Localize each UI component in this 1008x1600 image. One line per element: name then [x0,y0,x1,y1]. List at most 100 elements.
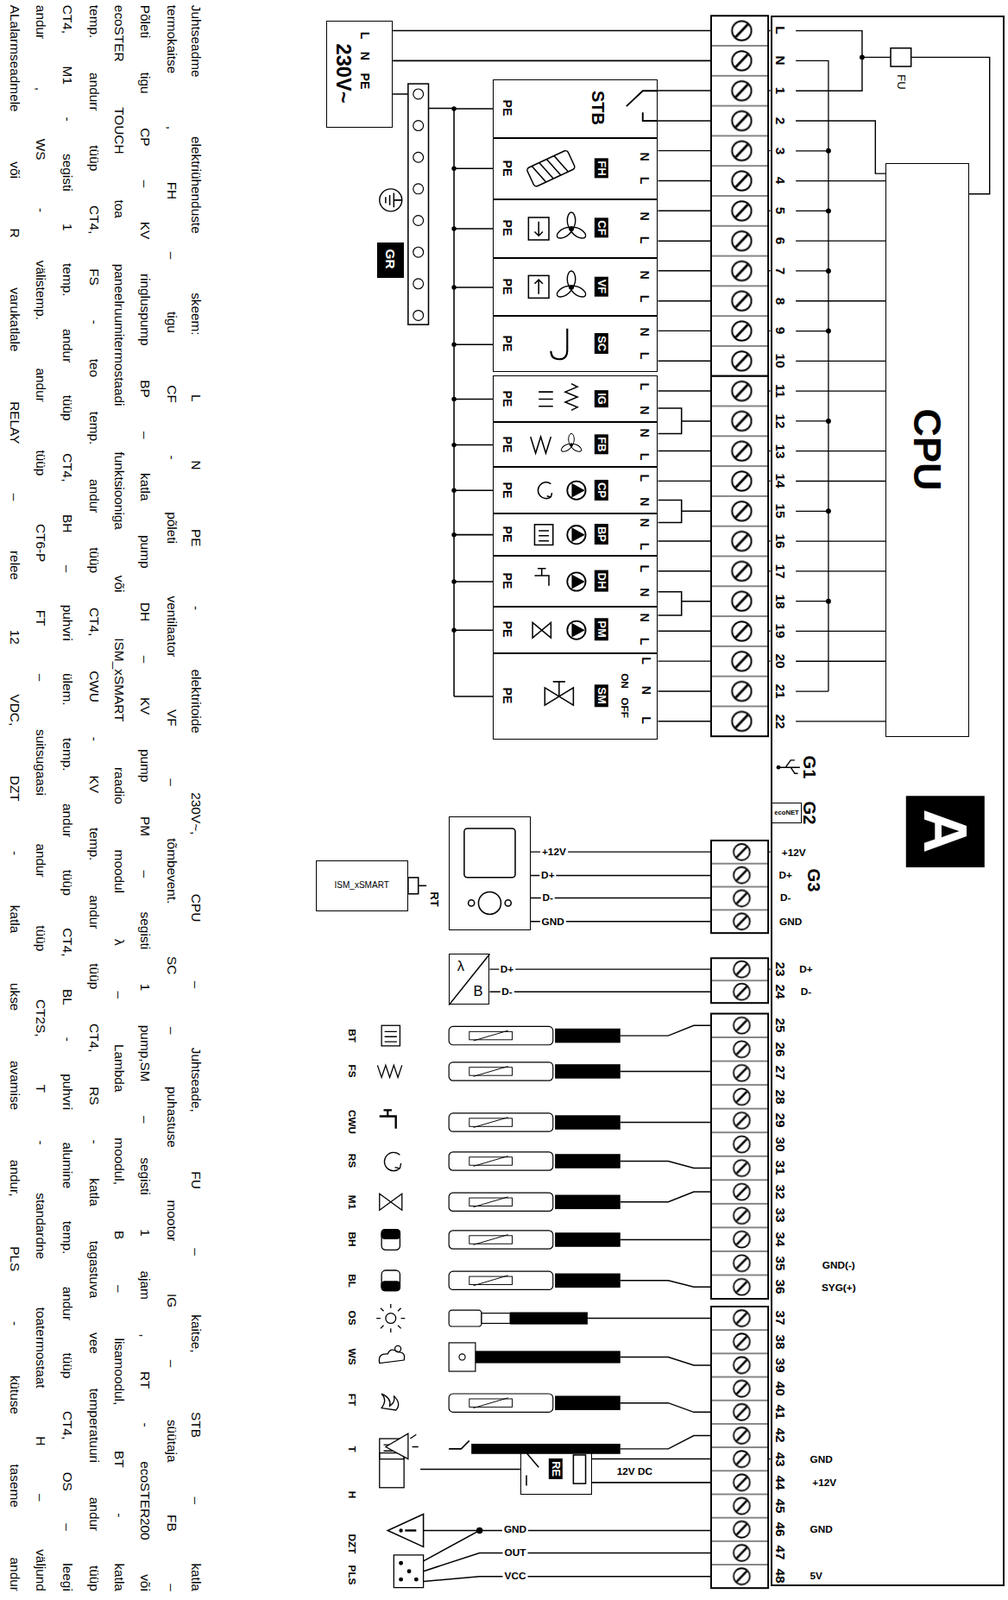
node-text: L N [637,382,651,415]
device-box: N LBPPE [492,513,659,557]
device-code-tag: CP [594,479,609,501]
relay-wiring [573,1455,586,1484]
thermostat-drawing [530,875,712,921]
signal-name: GND [502,1524,529,1535]
sensor-icons [404,1529,416,1531]
sensor-code: M1 [346,1194,358,1209]
sensor-probes [475,1350,621,1363]
node-text: B [472,983,483,999]
node-text: N L [637,517,651,550]
terminal-number: 27 [773,1065,788,1081]
device-icons [526,150,576,188]
device-icons [526,90,659,706]
sensor-icons [399,1577,404,1582]
device-code-tag: PM [594,618,609,642]
thermostat-drawing [478,891,501,914]
sensor-probes [620,1191,712,1203]
sensor-icons [399,1562,418,1582]
ground-bar [451,284,456,290]
sensor-icons [377,1064,402,1078]
signal-name: +12V [540,846,568,857]
terminal-number: 11 [773,384,788,398]
ground-bar [413,151,424,163]
terminal-number: 45 [773,1498,788,1513]
legend-text: termokaitse , FH – tigu CF - põleti vent… [163,5,180,1592]
pin-name: GND [810,1524,833,1535]
relay-wiring [592,1481,712,1484]
terminal-number: 22 [773,713,788,729]
terminal-number: 20 [773,654,788,669]
ground-bar [413,88,424,321]
ground-bar [451,226,456,231]
controller-internals [825,598,832,605]
device-icons [565,384,578,411]
device-code-tag: SM [594,685,609,708]
terminal-number: 23 [773,962,788,977]
node-text: PE [501,335,515,353]
sensor-icons [376,1025,521,1588]
sensor-probes [448,1152,621,1171]
sensor-icons [378,1349,404,1363]
supply-wiring [658,408,712,435]
supply-wiring [392,60,712,721]
ground-bar [451,627,456,632]
thermostat-drawing [504,900,511,907]
terminal-number: 44 [773,1474,788,1490]
device-box: L NCPPE [492,466,659,513]
terminal-number: 47 [773,1545,788,1561]
sensor-probes [448,1271,621,1290]
node-text: N L [637,212,651,245]
node-text: N L [637,613,651,646]
device-icons [534,568,549,586]
sensor-probes [448,1393,621,1412]
terminal-number: 42 [773,1428,788,1443]
sensor-icons [381,1229,400,1251]
supply-wiring [658,592,712,616]
terminal-number: 6 [773,237,788,246]
node-text: ISM_xSMART [333,880,389,890]
terminal-number: 35 [773,1255,788,1271]
sensor-code: FT [346,1393,358,1406]
terminal-number: 12 [773,413,788,429]
terminal-number: 34 [773,1231,788,1247]
node-text: N L [637,151,651,184]
terminal-number: 16 [773,533,788,549]
sensor-probes [620,1025,712,1036]
node-text: PE [501,621,515,638]
controller-internals [776,31,990,868]
terminal-strip [711,1013,769,1299]
supply-wiring [658,691,712,722]
ground-bar [385,193,403,208]
pin-name: SYG(+) [821,1282,857,1293]
ground-bar [451,487,456,492]
cpu-box: CPU [885,163,970,737]
terminal-number: 10 [773,353,788,369]
sensor-probes [510,1311,588,1324]
pin-name: +12V [781,847,807,858]
device-icons [530,436,552,454]
controller-internals [779,760,801,774]
terminal-number: 31 [773,1160,788,1176]
terminal-number: 7 [773,267,788,276]
device-icons [626,90,659,121]
sensor-icons [393,1555,423,1588]
sensor-probes [459,1354,466,1361]
sensor-icons [381,1281,400,1292]
ground-bar [451,106,456,111]
node-text: PE [501,278,515,296]
controller-internals [890,48,912,67]
terminal-number: 18 [773,593,788,609]
terminal-number: 37 [773,1310,788,1326]
node-text: PE [501,159,515,177]
node-text: N L [637,270,651,303]
device-icons [567,572,586,591]
node-text: λ [457,959,465,975]
node-text: 230V~ [332,43,354,103]
terminal-strip [711,957,769,1003]
node-text: PE [501,100,515,117]
terminal-number: 36 [773,1279,788,1295]
sensor-probes [620,1403,712,1413]
sensor-code: PLS [346,1565,358,1586]
ground-bar [379,83,457,633]
legend-text: CT4, M1 - segisti 1 temp. andur tüüp CT4… [59,5,76,1592]
